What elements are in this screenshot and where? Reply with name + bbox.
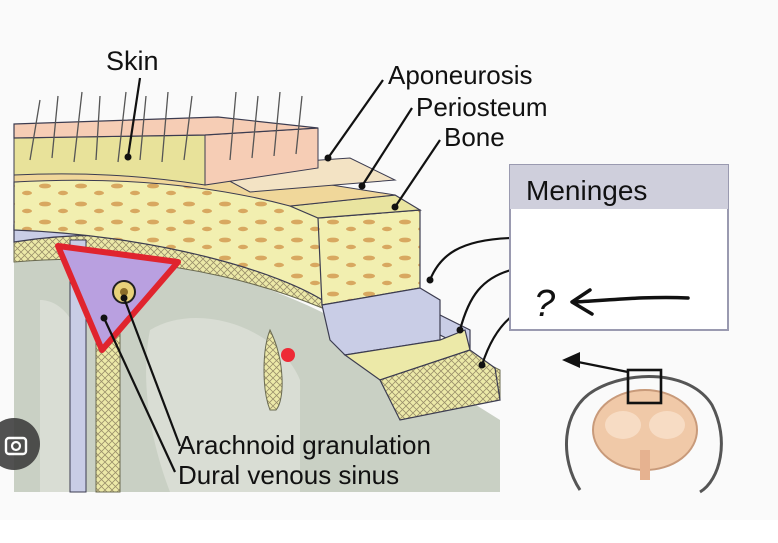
label-meninges: Meninges [526,175,647,206]
label-dural-venous-sinus: Dural venous sinus [178,460,399,490]
meninges-box: Meninges ? [509,164,729,331]
bottom-strip [0,520,778,543]
label-periosteum: Periosteum [416,92,548,122]
red-vessel-dot [281,348,295,362]
meninges-header [510,165,728,209]
google-lens-button[interactable] [0,418,40,470]
google-lens-icon [4,436,28,456]
coronal-brain-icon [562,352,723,494]
question-mark: ? [534,283,556,325]
zoom-region-box [626,368,663,405]
scalp-layers [13,91,397,207]
dural-venous-sinus [55,243,181,353]
label-skin: Skin [106,46,159,76]
layer-steps [287,194,501,421]
label-arachnoid-granulation: Arachnoid granulation [178,430,431,460]
hand-drawn-arrow [573,295,690,304]
redaction-blot [520,210,720,300]
label-bone: Bone [444,122,505,152]
label-aponeurosis: Aponeurosis [388,60,533,90]
